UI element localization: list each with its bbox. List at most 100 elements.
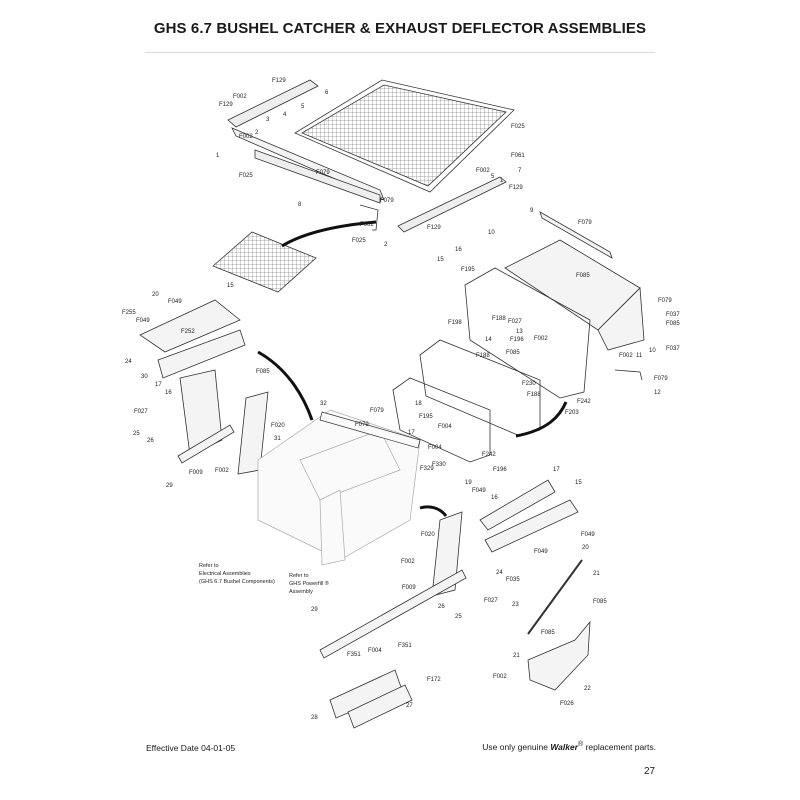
- callout-label: F129: [219, 102, 233, 108]
- gas-strut-23: [527, 559, 583, 635]
- electrical-note-line2: Electrical Assemblies: [199, 571, 251, 577]
- callout-label: F079: [355, 422, 369, 428]
- arrow-lid-to-screen: [281, 220, 377, 248]
- callout-label: F004: [368, 648, 382, 654]
- callout-label: F188: [492, 316, 506, 322]
- mower-body: [257, 409, 421, 566]
- left-bracket-group: [139, 299, 269, 475]
- bushel-lid-assembly: [227, 79, 515, 233]
- callout-label: 16: [165, 390, 172, 396]
- callout-label: 26: [438, 604, 445, 610]
- callout-label: 15: [227, 283, 234, 289]
- callout-label: F203: [565, 410, 579, 416]
- callout-label: F129: [509, 185, 523, 191]
- electrical-note-line3: (GHS 6.7 Bushel Components): [199, 579, 275, 585]
- electrical-note-line1: Refer to: [199, 563, 219, 569]
- callout-label: F085: [506, 350, 520, 356]
- callout-label: F129: [272, 78, 286, 84]
- callout-label: F002: [360, 222, 374, 228]
- arrow-left-bracket: [257, 350, 314, 421]
- brand-name: Walker: [550, 741, 579, 752]
- callout-label: F025: [239, 173, 253, 179]
- callout-label: F079: [316, 170, 330, 176]
- callout-label: F025: [511, 124, 525, 130]
- callout-label: F242: [482, 452, 496, 458]
- callout-label: F330: [432, 462, 446, 468]
- callout-label: F004: [428, 445, 442, 451]
- callout-label: F129: [427, 225, 441, 231]
- replacement-prefix: Use only genuine: [482, 741, 548, 752]
- callout-label: F027: [508, 319, 522, 325]
- callout-label: F255: [122, 310, 136, 316]
- callout-label: 16: [491, 495, 498, 501]
- callout-label: F049: [136, 318, 150, 324]
- arrow-deflector: [515, 401, 568, 438]
- plate-16: [179, 369, 223, 456]
- callout-label: F002: [215, 468, 229, 474]
- callout-label: 17: [408, 430, 415, 436]
- callout-label: F195: [419, 414, 433, 420]
- screen-mesh: [301, 84, 507, 187]
- reference-notes: Refer to Electrical Assemblies (GHS 6.7 …: [199, 563, 329, 595]
- callout-label: F198: [448, 320, 462, 326]
- callout-label: 1: [500, 178, 504, 184]
- callout-label: F242: [577, 399, 591, 405]
- bracket-30: [157, 329, 246, 379]
- hinge-bar: [254, 149, 381, 204]
- callout-label: 21: [513, 653, 520, 659]
- callout-label: 5: [491, 174, 495, 180]
- callout-label: 29: [311, 607, 318, 613]
- callout-label: F079: [578, 220, 592, 226]
- callout-label: 17: [553, 467, 560, 473]
- effective-date: Effective Date 04-01-05: [146, 743, 236, 753]
- callout-label: F002: [239, 134, 253, 140]
- callout-label: 20: [582, 545, 589, 551]
- callout-label: F351: [347, 652, 361, 658]
- callout-label: F196: [493, 467, 507, 473]
- callout-label: F351: [398, 643, 412, 649]
- callout-label: F020: [421, 532, 435, 538]
- callout-label: 17: [155, 382, 162, 388]
- callout-label: F049: [534, 549, 548, 555]
- arrow-right-bracket: [419, 505, 448, 517]
- page-number: 27: [644, 766, 656, 777]
- callout-label: 11: [636, 353, 643, 359]
- bracket-15b: [484, 499, 579, 553]
- bar-29: [177, 424, 235, 464]
- callout-label: 2: [255, 130, 259, 136]
- long-bar-29: [319, 569, 467, 659]
- deflector-22: [527, 620, 591, 691]
- callout-label: F329: [420, 466, 434, 472]
- callout-label: 5: [301, 104, 305, 110]
- callout-label: F049: [581, 532, 595, 538]
- callout-label: F037: [666, 346, 680, 352]
- callout-label: F009: [402, 585, 416, 591]
- bottom-parts: [319, 569, 467, 729]
- callout-label: F079: [658, 298, 672, 304]
- callout-label: 19: [465, 480, 472, 486]
- callout-label: 4: [283, 112, 287, 118]
- callout-label: 6: [325, 90, 329, 96]
- bracket-12: [614, 369, 643, 381]
- callout-label: 13: [516, 329, 523, 335]
- callout-label: 10: [488, 230, 495, 236]
- callout-label: F026: [560, 701, 574, 707]
- callout-label: F002: [476, 168, 490, 174]
- callout-label: F049: [472, 488, 486, 494]
- callout-label: 8: [298, 202, 302, 208]
- callout-label: 32: [320, 401, 327, 407]
- callout-label: F172: [427, 677, 441, 683]
- callout-label: 20: [152, 292, 159, 298]
- callout-label: F079: [380, 198, 394, 204]
- powerfill-note-line1: Refer to: [289, 573, 309, 579]
- callout-label: F027: [134, 409, 148, 415]
- callout-labels: F129 F002 F129 6 5 4 3 F002 2 1 F025 F06…: [122, 78, 680, 721]
- callout-label: 23: [512, 602, 519, 608]
- callout-label: 14: [485, 337, 492, 343]
- latch-bracket: [359, 204, 379, 231]
- powerfill-note-line3: Assembly: [289, 589, 313, 595]
- side-rail-right: [397, 176, 507, 233]
- catcher-screen: [212, 231, 317, 293]
- callout-label: F085: [256, 369, 270, 375]
